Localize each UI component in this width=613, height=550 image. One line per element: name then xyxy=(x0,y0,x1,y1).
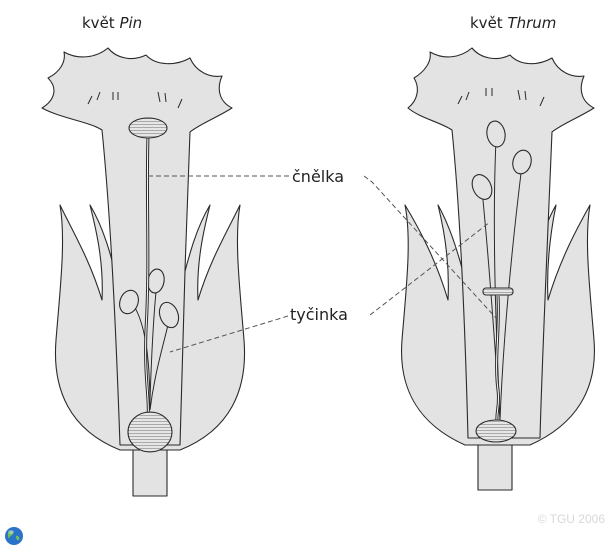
pin-stigma xyxy=(129,118,167,138)
pin-stalk xyxy=(133,448,167,496)
thrum-stalk xyxy=(478,440,512,490)
thrum-ovary xyxy=(476,420,516,442)
thrum-flower xyxy=(402,48,595,490)
globe-icon[interactable] xyxy=(4,526,24,546)
pin-ovary xyxy=(128,412,172,452)
pin-flower xyxy=(42,48,245,496)
copyright-text: © TGU 2006 xyxy=(538,512,605,526)
label-stamen: tyčinka xyxy=(290,305,348,324)
thrum-stigma xyxy=(483,288,513,295)
label-style: čnělka xyxy=(292,167,344,186)
